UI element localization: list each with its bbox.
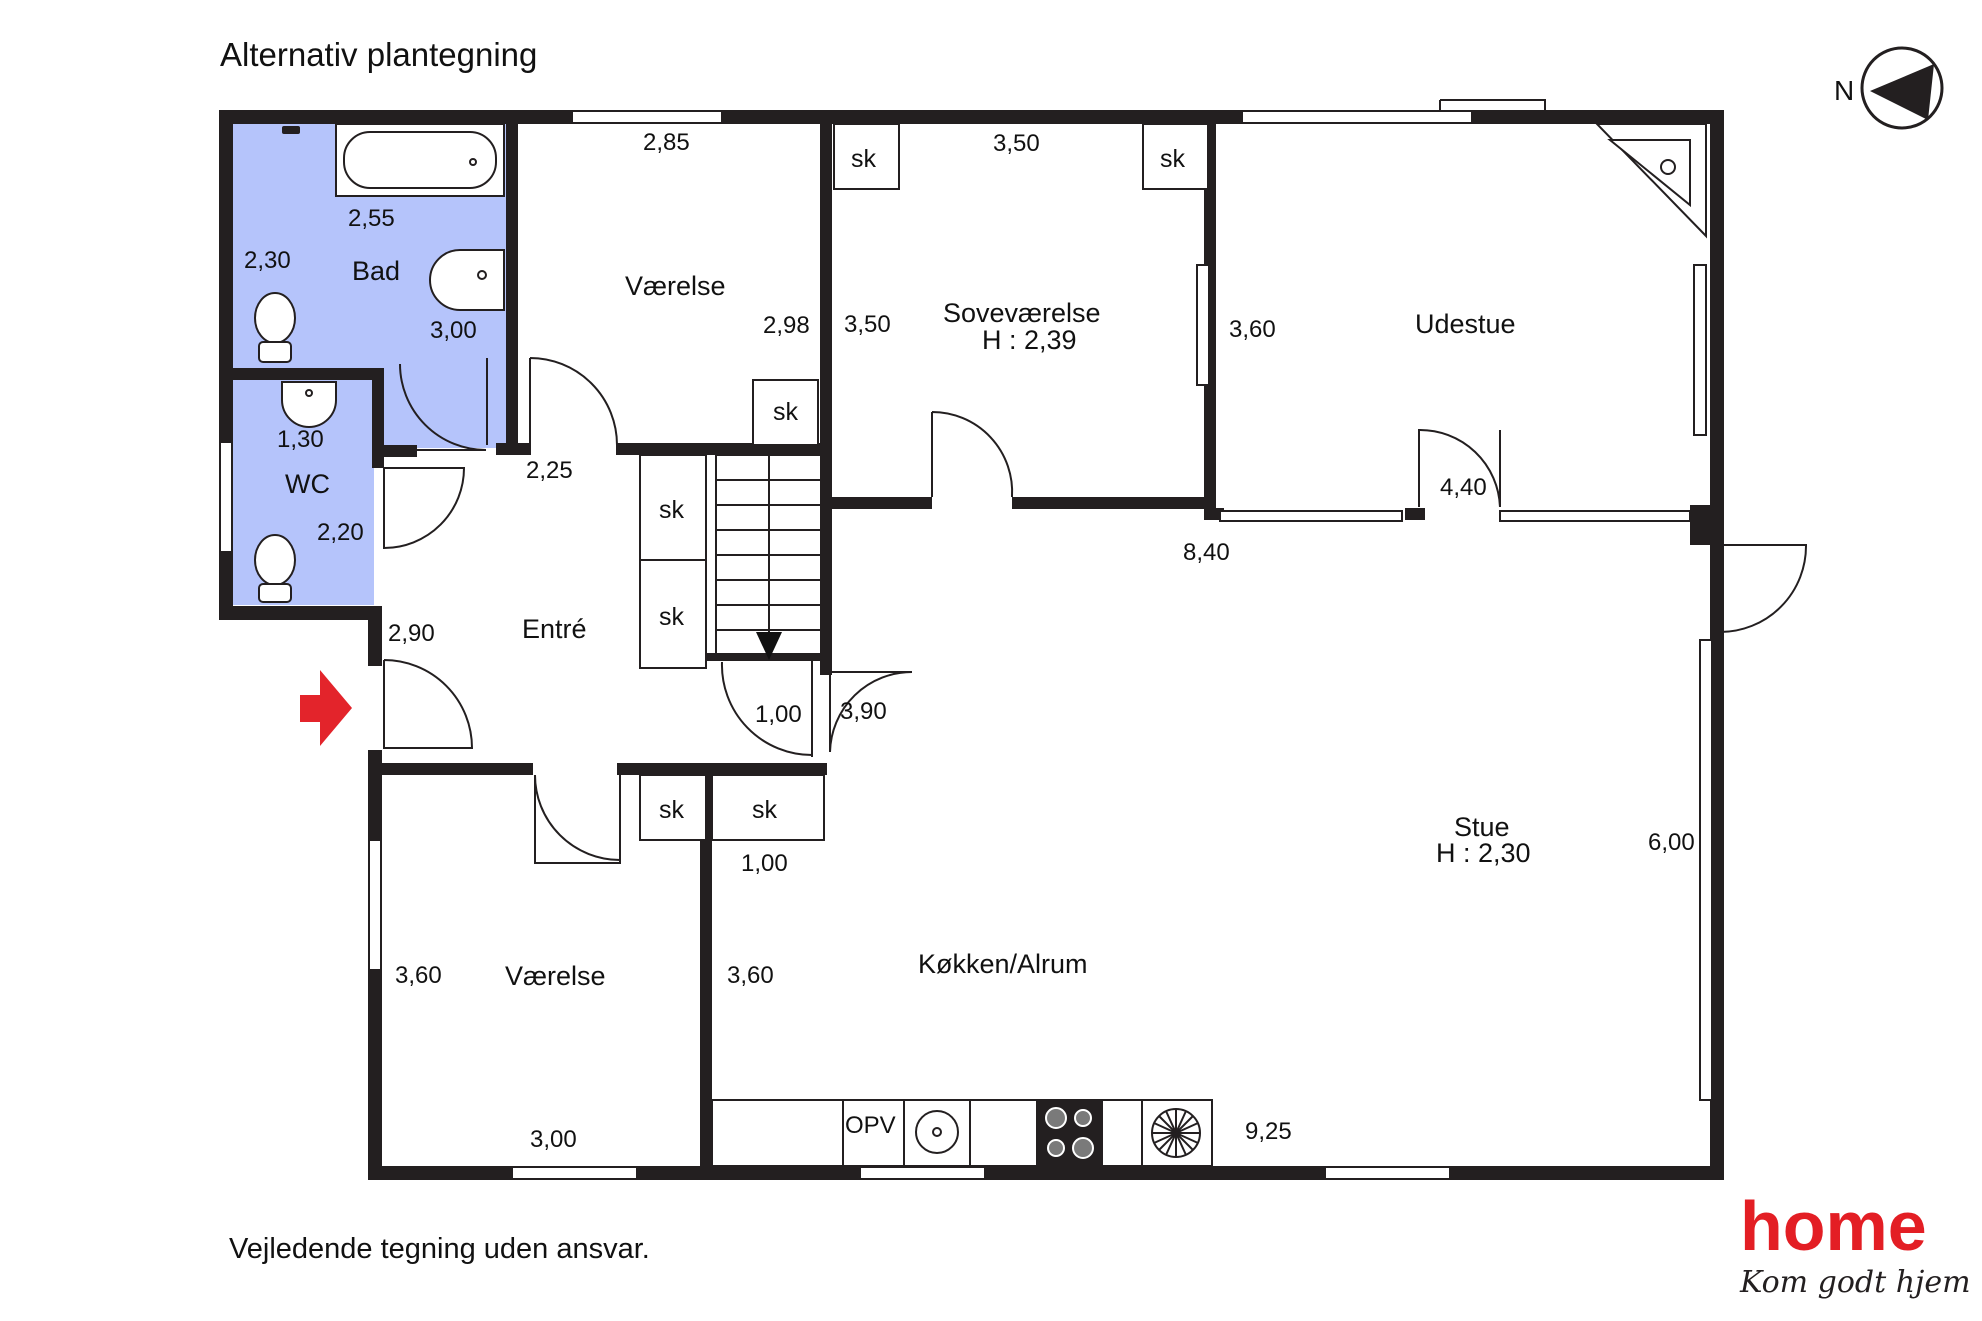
compass-north-label: N <box>1834 75 1854 106</box>
kitchen-counter <box>711 1099 1213 1167</box>
doors <box>383 99 1808 864</box>
closet-label: sk <box>659 796 685 824</box>
room-entre: Entré <box>522 614 587 644</box>
dim-entre-left: 2,90 <box>388 620 435 647</box>
dim-wc-right: 2,20 <box>317 519 364 546</box>
room-sovevaerelse-height: H : 2,39 <box>982 325 1077 355</box>
room-stue-height: H : 2,30 <box>1436 838 1531 868</box>
dishwasher-label: OPV <box>845 1112 896 1139</box>
dim-bad-left: 2,30 <box>244 247 291 274</box>
plan-title: Alternativ plantegning <box>220 36 537 73</box>
dim-vaerelse-bottom-width: 3,00 <box>530 1126 577 1153</box>
dim-stair-width: 1,00 <box>755 701 802 728</box>
room-labels: Bad WC Værelse Soveværelse H : 2,39 Udes… <box>285 256 1531 991</box>
wc-toilet <box>254 534 296 603</box>
dim-wc-top: 1,30 <box>277 426 324 453</box>
bathtub <box>335 123 505 197</box>
room-sovevaerelse: Soveværelse <box>943 298 1101 328</box>
dim-stue-width: 8,40 <box>1183 539 1230 566</box>
cooktop-icon <box>1037 1100 1102 1166</box>
stair-direction-arrow <box>756 632 782 660</box>
staircase <box>715 454 823 656</box>
dim-sove-width: 3,50 <box>993 130 1040 157</box>
kitchen-sink-icon <box>915 1110 959 1154</box>
dim-koekken-bottom: 9,25 <box>1245 1118 1292 1145</box>
dim-sove-left: 3,50 <box>844 311 891 338</box>
closet-labels: sk sk sk sk sk sk sk <box>659 145 1186 824</box>
closet-label: sk <box>773 398 799 426</box>
windows <box>219 110 1713 1180</box>
closet-label: sk <box>659 496 685 524</box>
home-logo: home Kom godt hjem <box>1739 1187 1971 1300</box>
dim-bad-top: 2,55 <box>348 205 395 232</box>
closets <box>639 123 1209 841</box>
room-vaerelse-bottom: Værelse <box>505 961 606 991</box>
bath-sink <box>429 249 505 311</box>
logo-tagline: Kom godt hjem <box>1739 1265 1971 1300</box>
wc-sink <box>281 381 337 428</box>
dim-bad-right: 3,00 <box>430 317 477 344</box>
logo-brand: home <box>1740 1187 1927 1265</box>
bath-faucet-icon <box>282 126 300 134</box>
dim-stue-right: 6,00 <box>1648 829 1695 856</box>
dimension-labels: 2,55 2,30 3,00 1,30 2,20 2,85 2,98 2,25 … <box>244 129 1695 1153</box>
fireplace <box>1594 123 1707 239</box>
dim-vaerelse-top-width: 2,85 <box>643 129 690 156</box>
dim-closet-width: 1,00 <box>741 850 788 877</box>
room-koekken: Køkken/Alrum <box>918 949 1088 979</box>
room-vaerelse-top: Værelse <box>625 271 726 301</box>
room-stue: Stue <box>1454 812 1510 842</box>
entrance-arrow-icon <box>300 670 352 746</box>
disclaimer: Vejledende tegning uden ansvar. <box>229 1233 650 1265</box>
dim-udestue-bottom: 4,40 <box>1440 474 1487 501</box>
dim-stair-length: 3,90 <box>840 698 887 725</box>
dim-udestue-left: 3,60 <box>1229 316 1276 343</box>
dim-koekken-left: 3,60 <box>727 962 774 989</box>
extractor-fan-icon <box>1151 1108 1201 1158</box>
room-wc: WC <box>285 469 330 499</box>
dim-entre-top: 2,25 <box>526 457 573 484</box>
closet-label: sk <box>752 796 778 824</box>
closet-label: sk <box>851 145 877 173</box>
dim-vaerelse-bottom-left: 3,60 <box>395 962 442 989</box>
dim-vaerelse-top-right: 2,98 <box>763 312 810 339</box>
bath-toilet <box>254 292 296 363</box>
closet-label: sk <box>659 603 685 631</box>
closet-label: sk <box>1160 145 1186 173</box>
compass-icon <box>1860 46 1944 130</box>
room-bad: Bad <box>352 256 400 286</box>
room-udestue: Udestue <box>1415 309 1516 339</box>
